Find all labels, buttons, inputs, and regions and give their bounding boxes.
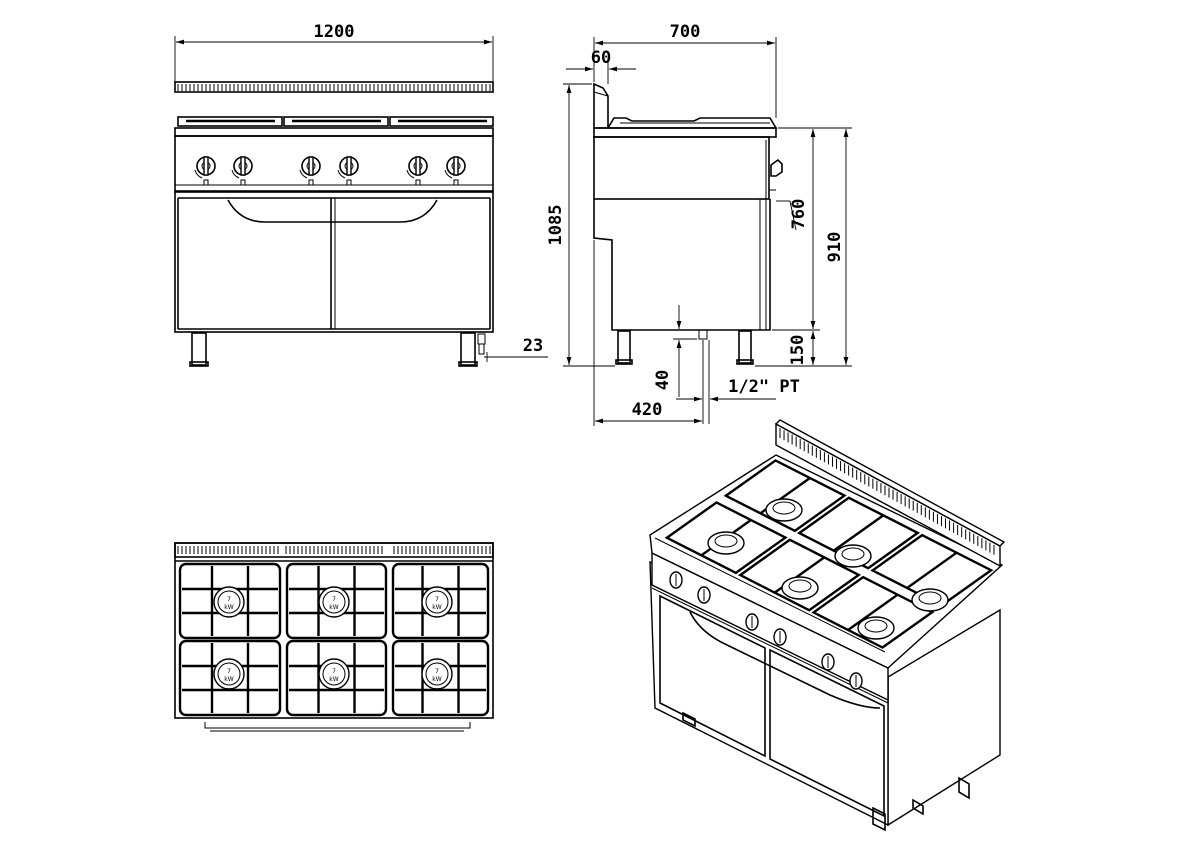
side-view: 700 60 1085 910 760 150 40 1/2": [546, 22, 852, 426]
dim-910: 910: [825, 232, 845, 263]
iso-grates: [664, 459, 994, 649]
burner-icon: [765, 498, 803, 522]
grate: [723, 459, 847, 533]
burner-icon: 7kW: [421, 586, 453, 618]
dim-700: 700: [670, 22, 701, 42]
grate: [664, 501, 788, 575]
dim-150: 150: [788, 335, 808, 366]
front-control-panel: [174, 135, 494, 192]
burner-power-label: 7: [435, 596, 439, 603]
front-leg-left: [191, 332, 207, 366]
knob-icon: [697, 586, 711, 604]
burner-icon: 7kW: [318, 658, 350, 690]
burner-unit-label: kW: [432, 676, 441, 683]
burner-unit-label: kW: [329, 604, 338, 611]
iso-grille: [779, 428, 995, 555]
knob-icon: [444, 156, 466, 186]
side-backsplash: [593, 82, 609, 129]
iso-door-left: [659, 594, 766, 758]
burner-power-label: 7: [332, 668, 336, 675]
front-drip-tray: [227, 199, 438, 223]
dim-half-inch-pt: 1/2" PT: [728, 377, 800, 397]
burner-unit-label: kW: [329, 676, 338, 683]
burner-power-label: 7: [435, 668, 439, 675]
knob-icon: [299, 156, 321, 186]
dim-420: 420: [632, 400, 663, 420]
knob-icon: [773, 628, 787, 646]
isometric-view: [649, 419, 1006, 832]
grate: [811, 575, 935, 649]
side-leg-front: [738, 330, 752, 364]
knob-icon: [669, 571, 683, 589]
burner-icon: 7kW: [318, 586, 350, 618]
top-outline: [174, 542, 494, 719]
top-grates: [178, 562, 490, 717]
iso-drip-tray: [689, 611, 881, 709]
burner-power-label: 7: [332, 596, 336, 603]
dim-23: 23: [523, 336, 543, 356]
burner-icon: [781, 576, 819, 600]
front-gas-inlet: [477, 333, 486, 345]
dim-40: 40: [653, 370, 673, 390]
burner-icon: [857, 616, 895, 640]
knob-icon: [406, 156, 428, 186]
knob-icon: [849, 672, 863, 690]
iso-knobs: [669, 571, 863, 690]
knob-icon: [745, 613, 759, 631]
burner-icon: 7kW: [213, 586, 245, 618]
dim-760: 760: [789, 199, 809, 230]
front-pan-supports: [177, 116, 494, 127]
top-grille: [177, 546, 491, 554]
side-knob: [770, 158, 783, 177]
front-view: 1200 23: [174, 22, 548, 367]
side-gas-pipe: [698, 329, 708, 340]
dim-1085: 1085: [546, 205, 566, 246]
burner-icon: [707, 531, 745, 555]
side-body: [593, 136, 770, 200]
burner-unit-label: kW: [224, 604, 233, 611]
knob-icon: [337, 156, 359, 186]
burner-power-label: 7: [227, 668, 231, 675]
burner-icon: [911, 588, 949, 612]
front-leg-right: [460, 332, 476, 366]
iso-door-right: [769, 648, 885, 818]
front-cabinet: [174, 191, 494, 333]
burner-unit-label: kW: [224, 676, 233, 683]
burner-icon: 7kW: [421, 658, 453, 690]
burner-unit-label: kW: [432, 604, 441, 611]
grate: [737, 538, 862, 612]
front-knobs: [194, 156, 466, 186]
knob-icon: [821, 653, 835, 671]
burner-icon: 7kW: [213, 658, 245, 690]
knob-icon: [194, 156, 216, 186]
dim-60: 60: [591, 48, 611, 68]
dim-1200: 1200: [314, 22, 355, 42]
burner-icon: [834, 544, 872, 568]
front-grille: [177, 84, 491, 91]
side-leg-rear: [617, 330, 631, 364]
grate: [391, 562, 490, 717]
iso-cooktop: [649, 454, 1004, 669]
iso-burners: [707, 498, 949, 640]
knob-icon: [231, 156, 253, 186]
burner-power-label: 7: [227, 596, 231, 603]
